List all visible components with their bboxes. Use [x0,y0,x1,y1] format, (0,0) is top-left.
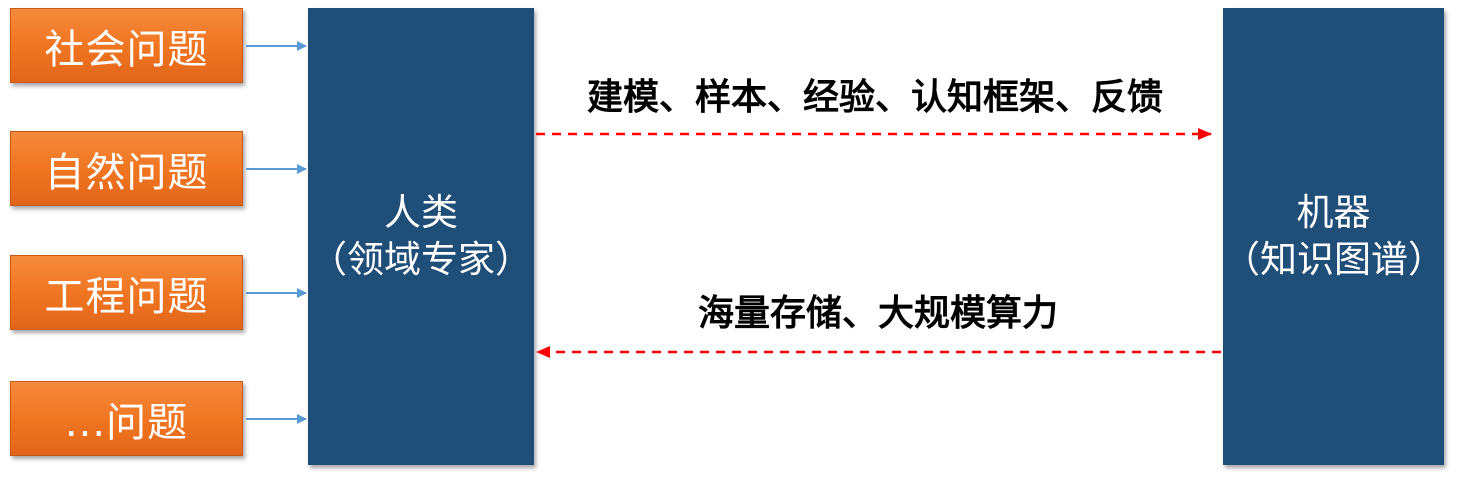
problem-label: ...问题 [64,399,189,446]
problem-label: 自然问题 [44,149,209,196]
problem-label: 社会问题 [44,26,209,73]
problem-box-social: 社会问题 [10,8,243,83]
problem-box-natural: 自然问题 [10,131,243,206]
human-title: 人类 [384,191,458,235]
machine-subtitle: （知识图谱） [1223,237,1445,281]
human-block: 人类 （领域专家） [308,8,534,465]
problem-label: 工程问题 [44,273,209,320]
human-subtitle: （领域专家） [310,237,532,281]
problem-box-engineering: 工程问题 [10,255,243,330]
machine-block: 机器 （知识图谱） [1223,8,1445,465]
flow-label-to-machine: 建模、样本、经验、认知框架、反馈 [586,77,1164,118]
flow-label-to-human: 海量存储、大规模算力 [697,293,1059,334]
machine-title: 机器 [1296,191,1371,235]
problem-box-other: ...问题 [10,381,243,456]
